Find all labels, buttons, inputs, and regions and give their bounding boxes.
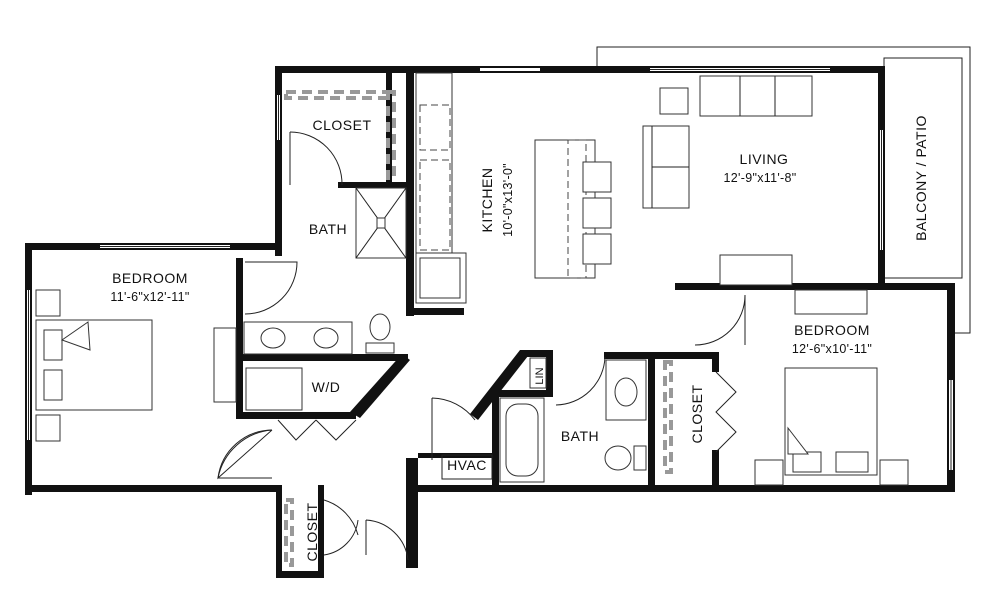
- living-furniture: [642, 75, 813, 286]
- label-wd: W/D: [312, 379, 341, 395]
- windows: [27, 68, 953, 470]
- doors: [217, 131, 746, 561]
- balcony-outline: [596, 46, 971, 334]
- kitchen-counters: [415, 72, 467, 304]
- bedroom-left-furniture: [35, 289, 237, 442]
- label-linen: LIN: [534, 367, 546, 384]
- bedroom-right-furniture: [663, 289, 909, 486]
- label-bedroom-left: BEDROOM: [112, 270, 188, 286]
- label-closet-top: CLOSET: [312, 117, 371, 133]
- bath-bottom-fixtures: [499, 357, 647, 483]
- label-kitchen: KITCHEN: [479, 168, 495, 233]
- dims-bedroom-right: 12'-6"x10'-11": [792, 342, 872, 356]
- dims-bedroom-left: 11'-6"x12'-11": [110, 290, 189, 304]
- label-bedroom-right: BEDROOM: [794, 322, 870, 338]
- label-balcony: BALCONY / PATIO: [913, 115, 929, 241]
- label-bath-bottom: BATH: [561, 428, 599, 444]
- vanity-top: [243, 313, 395, 411]
- label-living: LIVING: [740, 151, 789, 167]
- label-closet-bottom: CLOSET: [304, 502, 320, 561]
- label-bath-top: BATH: [309, 221, 347, 237]
- closet-bottom-rail: [284, 498, 294, 567]
- kitchen-island: [534, 139, 612, 279]
- walls: [25, 66, 955, 578]
- dims-living: 12'-9"x11'-8": [724, 171, 797, 185]
- label-closet-right: CLOSET: [689, 384, 705, 443]
- closet-top: [284, 90, 396, 180]
- dims-kitchen: 10'-0"x13'-0": [501, 163, 515, 237]
- label-hvac: HVAC: [447, 457, 487, 473]
- shower: [355, 187, 407, 259]
- hvac-box: [441, 454, 493, 480]
